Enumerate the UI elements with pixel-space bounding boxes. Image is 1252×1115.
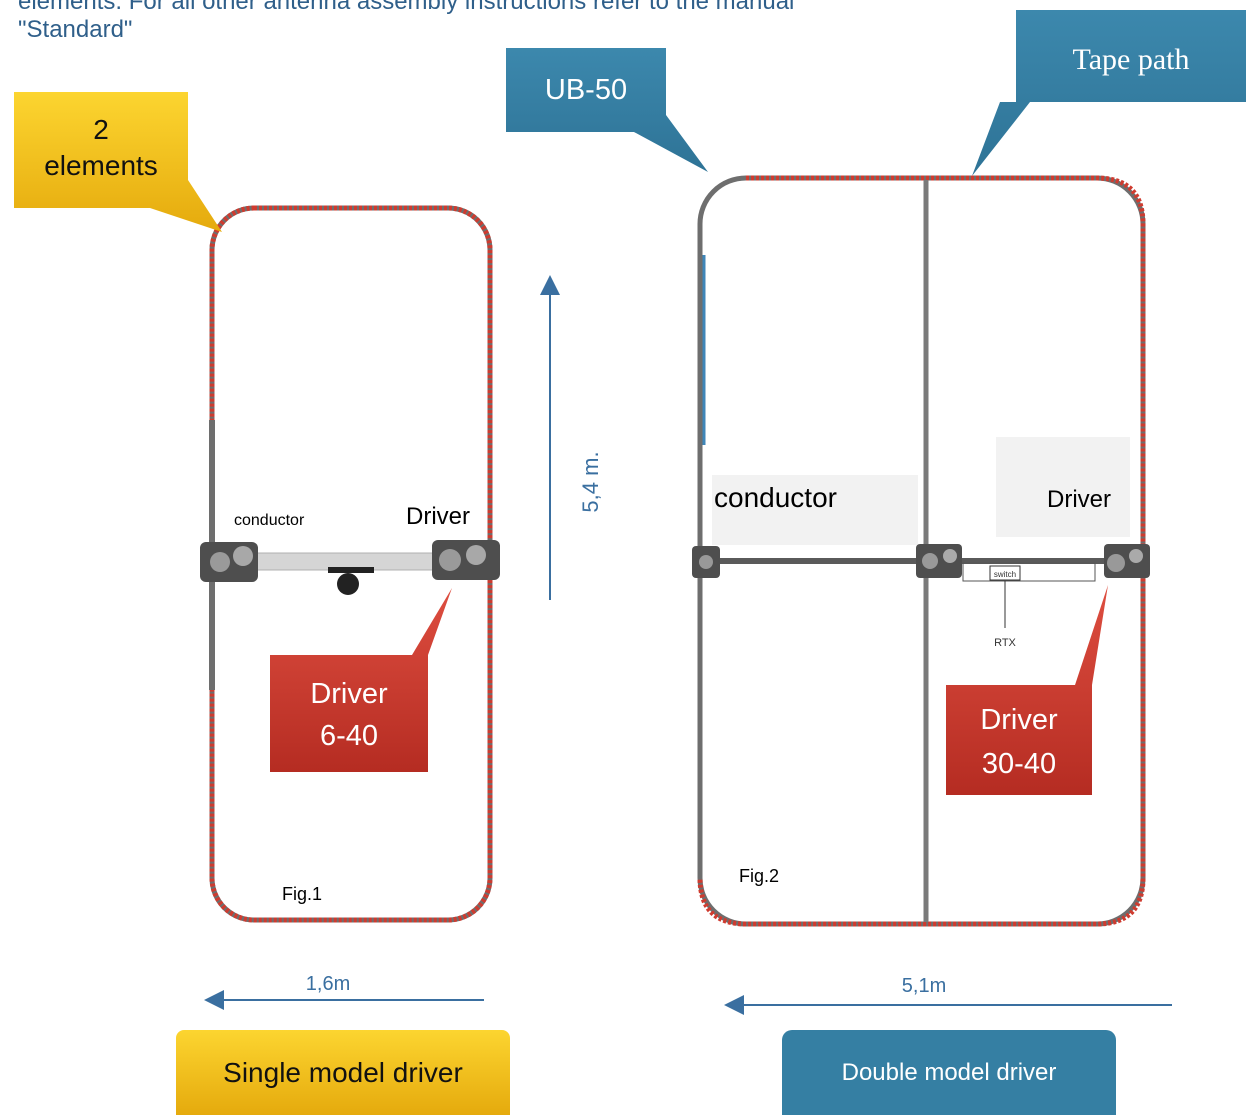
driver-30-40-text: Driver 30-40 bbox=[946, 690, 1092, 794]
driver-6-40-line-2: 6-40 bbox=[319, 720, 379, 752]
fig2-switch-wiring: switch RTX bbox=[962, 562, 1096, 649]
intro-text: elements. For all other antenna assembly… bbox=[18, 0, 1018, 44]
ub50-callout bbox=[506, 48, 708, 172]
fig1-driver-label: Driver bbox=[406, 503, 470, 530]
single-model-driver-button[interactable]: Single model driver bbox=[176, 1030, 510, 1115]
tape-path-callout bbox=[972, 10, 1246, 176]
fig2-right-clamp bbox=[1104, 544, 1150, 578]
two-elements-line-2: elements bbox=[44, 150, 158, 181]
fig2-width-label: 5,1m bbox=[902, 975, 946, 997]
two-elements-text: 2 elements bbox=[14, 100, 188, 196]
driver-6-40-line-1: Driver bbox=[310, 678, 388, 710]
driver-30-40-callout bbox=[946, 585, 1108, 795]
fig2-center-clamp bbox=[916, 544, 962, 578]
fig1-driver-clamp bbox=[432, 540, 500, 580]
fig1-boom bbox=[249, 552, 441, 595]
rtx-label: RTX bbox=[994, 637, 1016, 649]
tape-path-text: Tape path bbox=[1072, 43, 1190, 76]
two-elements-line-1: 2 bbox=[93, 114, 109, 145]
fig2-driver-label: Driver bbox=[1047, 486, 1111, 513]
driver-30-40-line-2: 30-40 bbox=[981, 748, 1057, 780]
switch-label: switch bbox=[994, 570, 1016, 579]
two-elements-callout bbox=[14, 92, 222, 232]
driver-6-40-callout bbox=[270, 588, 452, 772]
height-dimension-label: 5,4 m. bbox=[578, 451, 603, 512]
fig2-left-clamp bbox=[692, 546, 720, 578]
intro-line-2: "Standard" bbox=[18, 16, 133, 43]
intro-line-1: elements. For all other antenna assembly… bbox=[18, 0, 795, 15]
ub50-text: UB-50 bbox=[544, 73, 628, 106]
fig2-label-panels bbox=[712, 437, 1130, 545]
fig1-width-label: 1,6m bbox=[306, 973, 350, 995]
double-model-driver-button[interactable]: Double model driver bbox=[782, 1030, 1116, 1115]
fig1-conductor-label: conductor bbox=[234, 512, 305, 529]
driver-6-40-text: Driver 6-40 bbox=[270, 660, 428, 770]
fig1-caption: Fig.1 bbox=[282, 884, 322, 904]
fig2-caption: Fig.2 bbox=[739, 866, 779, 886]
driver-30-40-line-1: Driver bbox=[980, 704, 1058, 736]
fig1-conductor-clamp bbox=[200, 542, 258, 582]
fig2-conductor-label: conductor bbox=[714, 482, 837, 513]
